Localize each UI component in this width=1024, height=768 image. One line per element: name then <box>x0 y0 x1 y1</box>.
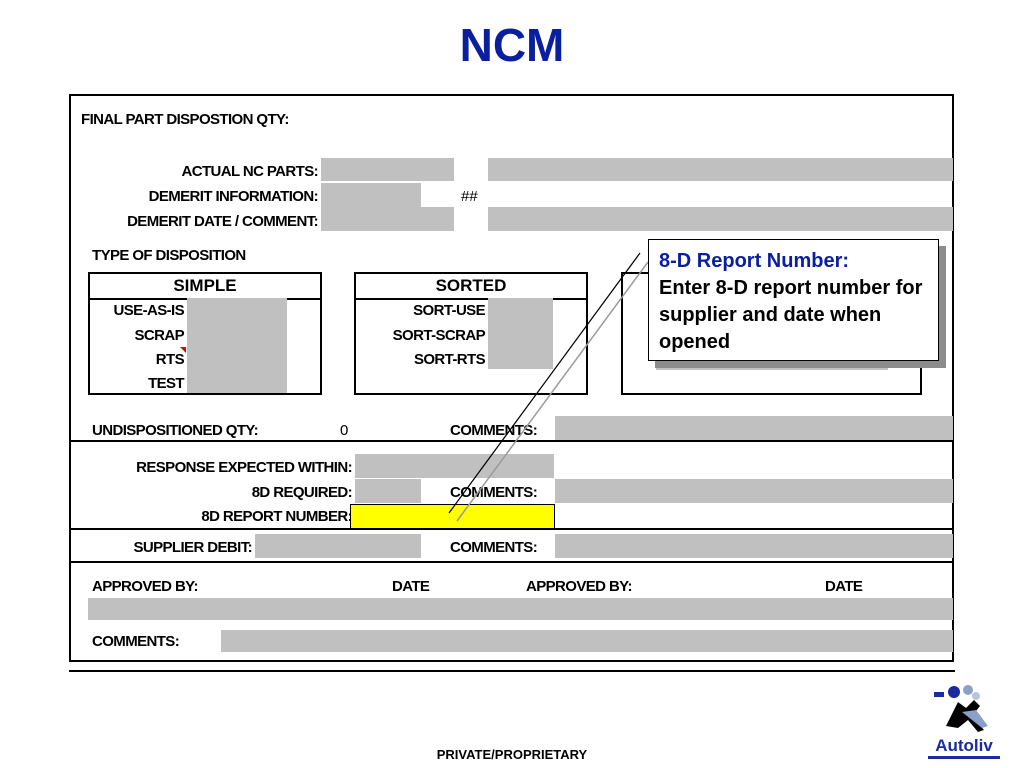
demerit-date-comment-label: DEMERIT DATE / COMMENT: <box>127 213 319 230</box>
date-label-2: DATE <box>825 578 863 595</box>
8d-report-number-label: 8D REPORT NUMBER: <box>201 508 352 525</box>
actual-nc-parts-label: ACTUAL NC PARTS: <box>181 163 318 180</box>
section-divider <box>69 440 954 442</box>
undispositioned-qty-value: 0 <box>340 422 349 439</box>
supplier-debit-label: SUPPLIER DEBIT: <box>133 539 252 556</box>
use-as-is-label: USE-AS-IS <box>113 302 185 319</box>
date-label-1: DATE <box>392 578 430 595</box>
approved-by-label-1: APPROVED BY: <box>92 578 198 595</box>
section-divider <box>69 528 954 530</box>
bottom-rule <box>69 670 955 672</box>
type-of-disposition-label: TYPE OF DISPOSITION <box>92 247 246 264</box>
supplier-debit-comments-label: COMMENTS: <box>450 539 538 556</box>
test-label: TEST <box>148 375 185 392</box>
leader-line-gray <box>456 261 649 522</box>
demerit-information-field[interactable] <box>321 183 421 207</box>
section-divider <box>69 561 954 563</box>
comment-marker-icon <box>180 347 186 353</box>
final-comments-field[interactable] <box>221 630 953 652</box>
8d-comments-field[interactable] <box>555 479 953 503</box>
8d-required-label: 8D REQUIRED: <box>251 484 353 501</box>
actual-nc-parts-field[interactable] <box>321 158 454 181</box>
undispositioned-comments-label: COMMENTS: <box>450 422 538 439</box>
8d-report-number-callout: 8-D Report Number: Enter 8-D report numb… <box>648 239 939 361</box>
demerit-date-field[interactable] <box>321 207 454 231</box>
ncm-form <box>69 94 954 662</box>
final-comments-label: COMMENTS: <box>92 633 180 650</box>
callout-title: 8-D Report Number: <box>659 250 850 272</box>
leader-line-black <box>448 252 641 514</box>
final-part-disposition-label: FINAL PART DISPOSTION QTY: <box>81 111 289 128</box>
response-expected-within-field[interactable] <box>355 454 554 478</box>
supplier-debit-comments-field[interactable] <box>555 534 953 558</box>
supplier-debit-field[interactable] <box>255 534 421 558</box>
autoliv-logo-icon <box>934 685 988 732</box>
approval-fields[interactable] <box>88 598 953 620</box>
logo-wordmark: Autoliv <box>928 736 1000 759</box>
autoliv-logo: Autoliv <box>928 682 1000 762</box>
sorted-qty-fields[interactable] <box>488 298 553 369</box>
simple-qty-fields[interactable] <box>187 298 287 393</box>
footer-text: PRIVATE/PROPRIETARY <box>436 747 588 762</box>
scrap-label: SCRAP <box>134 327 184 344</box>
approved-by-label-2: APPROVED BY: <box>526 578 632 595</box>
demerit-information-value: ## <box>461 188 478 205</box>
page-title: NCM <box>459 19 565 71</box>
undispositioned-comments-field[interactable] <box>555 416 953 440</box>
sort-scrap-label: SORT-SCRAP <box>392 327 486 344</box>
sort-rts-label: SORT-RTS <box>413 351 486 368</box>
actual-nc-parts-comment-field[interactable] <box>488 158 953 181</box>
sorted-header: SORTED <box>356 274 586 300</box>
callout-body: Enter 8-D report number for supplier and… <box>659 277 923 353</box>
8d-comments-label: COMMENTS: <box>450 484 538 501</box>
rts-label: RTS <box>155 351 185 368</box>
demerit-comment-field[interactable] <box>488 207 953 231</box>
8d-required-field[interactable] <box>355 479 421 503</box>
response-expected-within-label: RESPONSE EXPECTED WITHIN: <box>136 459 352 476</box>
demerit-information-label: DEMERIT INFORMATION: <box>148 188 319 205</box>
sort-use-label: SORT-USE <box>413 302 485 319</box>
undispositioned-qty-label: UNDISPOSITIONED QTY: <box>92 422 259 439</box>
